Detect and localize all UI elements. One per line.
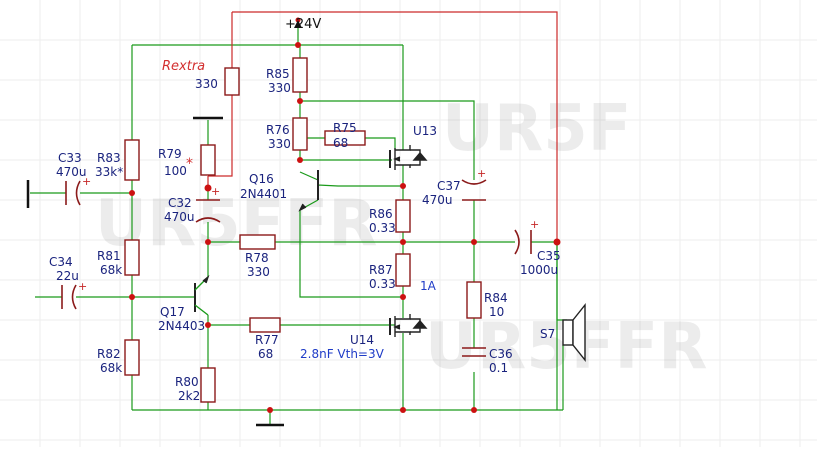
r80-value: 2k2 [178,389,200,403]
q17-name: Q17 [160,305,185,319]
c33-name: C33 [58,151,82,165]
r82-name: R82 [97,347,121,361]
svg-text:+: + [211,185,220,198]
c35-name: C35 [537,249,561,263]
r87-value: 0.33 [369,277,396,291]
q17-arrow [202,274,210,284]
c32-name: C32 [168,196,192,210]
rextra-value: 330 [195,77,218,91]
u14-name: U14 [350,333,374,347]
r81-name: R81 [97,249,121,263]
s7-name: S7 [540,327,555,341]
svg-text:+: + [82,175,91,188]
q16-arrow [298,203,307,212]
r85-value: 330 [268,81,291,95]
speaker-s7 [562,303,586,362]
c33-value: 470u [56,165,87,179]
c36-value: 0.1 [489,361,508,375]
r76-value: 330 [268,137,291,151]
capacitors [61,179,532,357]
r84-value: 10 [489,305,504,319]
resistor-r81 [124,239,140,276]
resistor-r79 [200,144,216,176]
transistors [194,170,319,316]
current-note: 1A [420,279,437,293]
c35-value: 1000u [520,263,558,277]
q16-value: 2N4401 [240,187,287,201]
u13-name: U13 [413,124,437,138]
resistor-r82 [124,339,140,376]
r79-name: R79 [158,147,182,161]
resistors [124,57,482,403]
resistor-rextra [224,67,240,96]
resistor-r83 [124,139,140,181]
resistor-r87 [395,253,411,287]
r84-name: R84 [484,291,508,305]
c36-name: C36 [489,347,513,361]
r75-name: R75 [333,121,357,135]
capacitor-plus-marks: + + + + + [78,167,539,293]
svg-text:+: + [530,218,539,231]
resistor-r86 [395,199,411,233]
r83-value: 33k* [95,165,123,179]
resistor-r84 [466,281,482,319]
u14-spec: 2.8nF Vth=3V [300,347,385,361]
junctions [129,17,561,413]
svg-text:+: + [477,167,486,180]
input-terminals [26,116,284,427]
mosfet-u13 [389,145,428,170]
supply-label: +24V [285,17,321,32]
supply-arrow [294,20,302,28]
q16-name: Q16 [249,172,274,186]
resistor-r77 [249,317,281,333]
r83-name: R83 [97,151,121,165]
resistor-r76 [292,117,308,151]
wires-red [207,11,558,242]
watermark-1: UR5F [442,92,632,166]
r82-value: 68k [100,361,122,375]
wires-green [30,20,567,426]
r78-name: R78 [245,251,269,265]
resistor-r75 [324,130,366,146]
r78-value: 330 [247,265,270,279]
r77-name: R77 [255,333,279,347]
q17-value: 2N4403 [158,319,205,333]
r77-value: 68 [258,347,273,361]
r80-name: R80 [175,375,199,389]
r81-value: 68k [100,263,122,277]
resistor-r85 [292,57,308,93]
mosfet-u14 [389,314,428,337]
r76-name: R76 [266,123,290,137]
r86-value: 0.33 [369,221,396,235]
resistor-r80 [200,367,216,403]
svg-text:+: + [78,280,87,293]
r79-value: 100 [164,164,187,178]
c37-value: 470u [422,193,453,207]
c32-value: 470u [164,210,195,224]
resistor-r78 [239,234,276,250]
r85-name: R85 [266,67,290,81]
r75-value: 68 [333,136,348,150]
c34-name: C34 [49,255,73,269]
r86-name: R86 [369,207,393,221]
r79-mark: * [186,156,193,172]
c34-value: 22u [56,269,79,283]
c37-name: C37 [437,179,461,193]
watermark-2: UR5FFR [95,187,378,261]
r87-name: R87 [369,263,393,277]
rextra-name: Rextra [162,59,205,74]
